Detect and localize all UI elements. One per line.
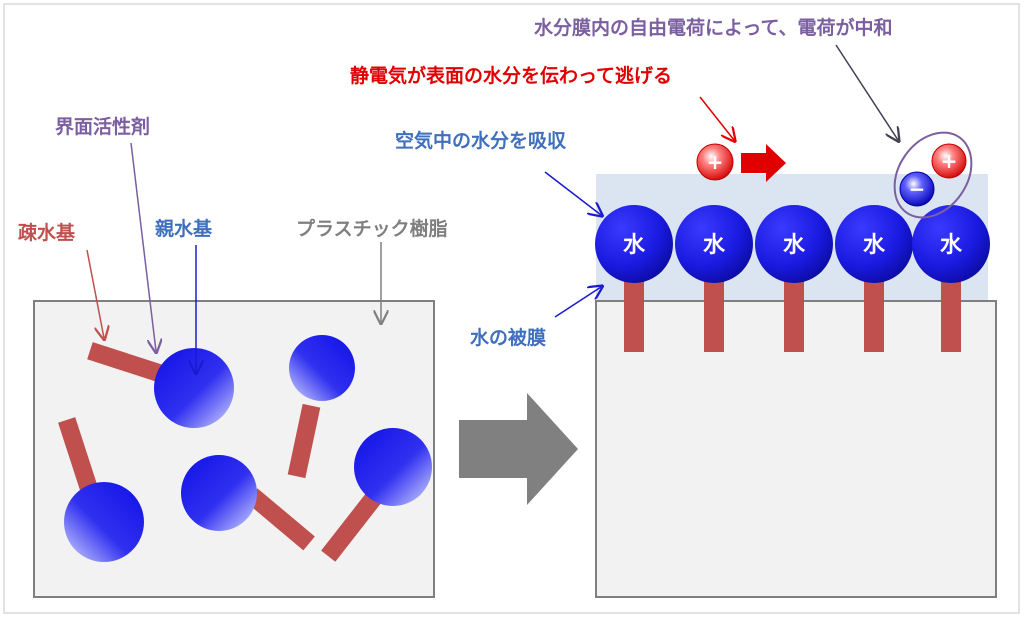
hydrophilic-head <box>354 428 432 506</box>
hydrophobic-tail <box>287 403 321 479</box>
static-pointer <box>699 96 734 140</box>
hydrophobic-tail <box>321 491 382 562</box>
water-molecule-label: 水 <box>623 233 646 258</box>
plastic-resin-label: プラスチック樹脂 <box>296 217 448 240</box>
water-molecule: 水 <box>675 205 753 283</box>
surfactant-molecule <box>58 417 144 562</box>
positive-charge-icon: + <box>931 143 967 179</box>
water-film-pointer <box>554 287 601 318</box>
water-molecule: 水 <box>835 205 913 283</box>
svg-text:+: + <box>707 150 724 174</box>
hydrophobic-tail <box>941 270 961 352</box>
surfactant-label: 界面活性剤 <box>55 115 150 138</box>
negative-charge-icon: − <box>899 171 935 207</box>
hydrophilic-head <box>289 335 355 401</box>
hydrophobic-tail <box>245 488 315 551</box>
absorb-moisture-label: 空気中の水分を吸収 <box>395 129 567 152</box>
neutralize-label: 水分膜内の自由電荷によって、電荷が中和 <box>534 16 893 39</box>
surfactant-molecule <box>321 428 432 562</box>
static-escapes-label: 静電気が表面の水分を伝わって逃げる <box>350 64 672 87</box>
red-right-arrow-icon <box>741 144 786 182</box>
neutralization-ring <box>893 131 973 219</box>
hydrophilic-head <box>181 455 257 531</box>
hydrophilic-head <box>64 482 144 562</box>
hydrophilic-head <box>154 348 234 428</box>
surfactant-molecule <box>287 335 355 479</box>
hydrophobic-label: 疎水基 <box>18 221 76 244</box>
hydrophobic-tail <box>704 270 724 352</box>
water-molecule: 水 <box>912 205 990 283</box>
right-arrow-icon <box>459 393 578 505</box>
hydrophobic-tail <box>864 270 884 352</box>
absorb-pointer <box>544 171 601 215</box>
hydrophobic-tail <box>624 270 644 352</box>
water-film-label: 水の被膜 <box>470 326 546 349</box>
water-molecule-label: 水 <box>940 233 963 258</box>
water-molecule-label: 水 <box>863 233 886 258</box>
neutralize-pointer <box>835 44 898 140</box>
surfactant-pointer <box>130 142 156 351</box>
water-molecule-label: 水 <box>783 233 806 258</box>
hydrophobic-pointer <box>86 249 104 338</box>
water-molecule: 水 <box>755 205 833 283</box>
hydrophobic-tail <box>58 417 100 499</box>
hydrophilic-label: 親水基 <box>155 217 213 240</box>
surfactant-molecule <box>87 342 234 428</box>
water-molecule-label: 水 <box>703 233 726 258</box>
svg-text:−: − <box>909 177 926 201</box>
surfactant-molecule <box>181 455 315 551</box>
water-molecule: 水 <box>595 205 673 283</box>
hydrophobic-tail <box>784 270 804 352</box>
positive-charge-icon: + <box>696 143 734 181</box>
hydrophobic-tail <box>87 342 169 384</box>
svg-text:+: + <box>941 149 958 173</box>
